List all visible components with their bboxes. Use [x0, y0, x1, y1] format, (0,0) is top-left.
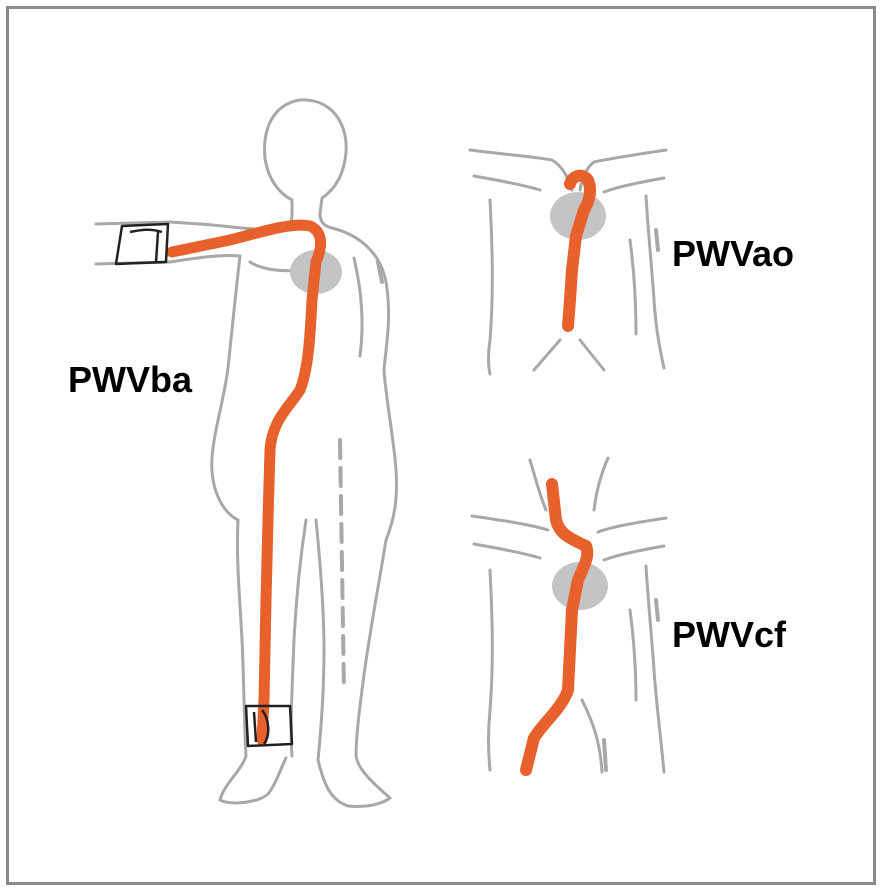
full-body-outline [96, 100, 397, 807]
artery-path-brachial-ankle [172, 225, 321, 740]
label-pwv-cf: PWVcf [672, 617, 786, 653]
label-pwv-ao: PWVao [672, 236, 794, 272]
arm-cuff [116, 224, 168, 264]
label-pwv-ba: PWVba [68, 362, 192, 398]
ankle-cuff [246, 706, 292, 746]
